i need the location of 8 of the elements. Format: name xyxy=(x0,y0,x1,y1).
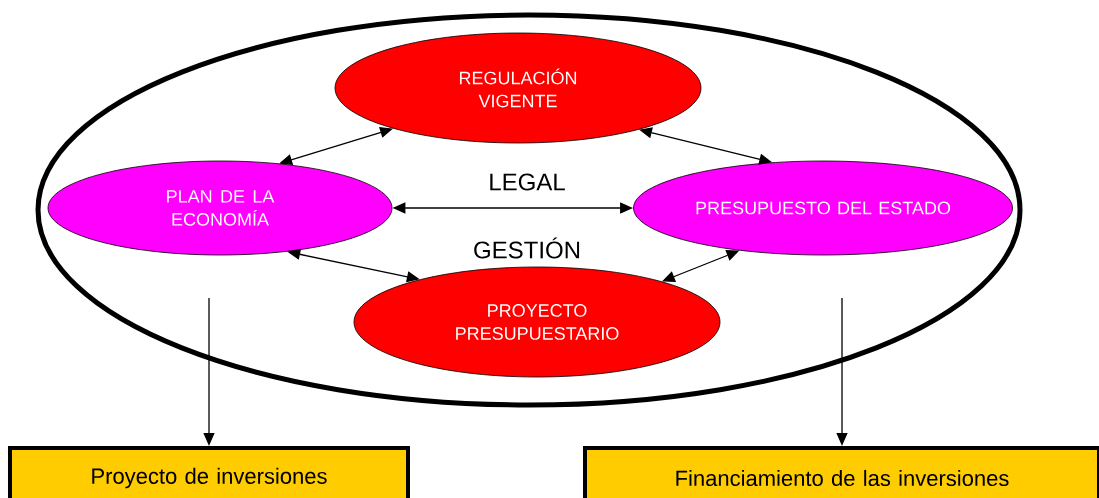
label-text: GESTIÓN xyxy=(474,237,580,259)
ellipse-node: PRESUPUESTO DEL ESTADO xyxy=(633,160,1013,256)
process-box: Financiamiento de las inversiones xyxy=(583,446,1099,498)
ellipse-node: PROYECTO PRESUPUESTARIO xyxy=(353,266,721,378)
process-box: Proyecto de inversiones xyxy=(8,446,410,498)
label-text: LEGAL xyxy=(490,173,565,191)
ellipse-node: REGULACIÓN VIGENTE xyxy=(334,32,702,144)
ellipse-node: PLAN DE LA ECONOMÍA xyxy=(47,160,393,256)
